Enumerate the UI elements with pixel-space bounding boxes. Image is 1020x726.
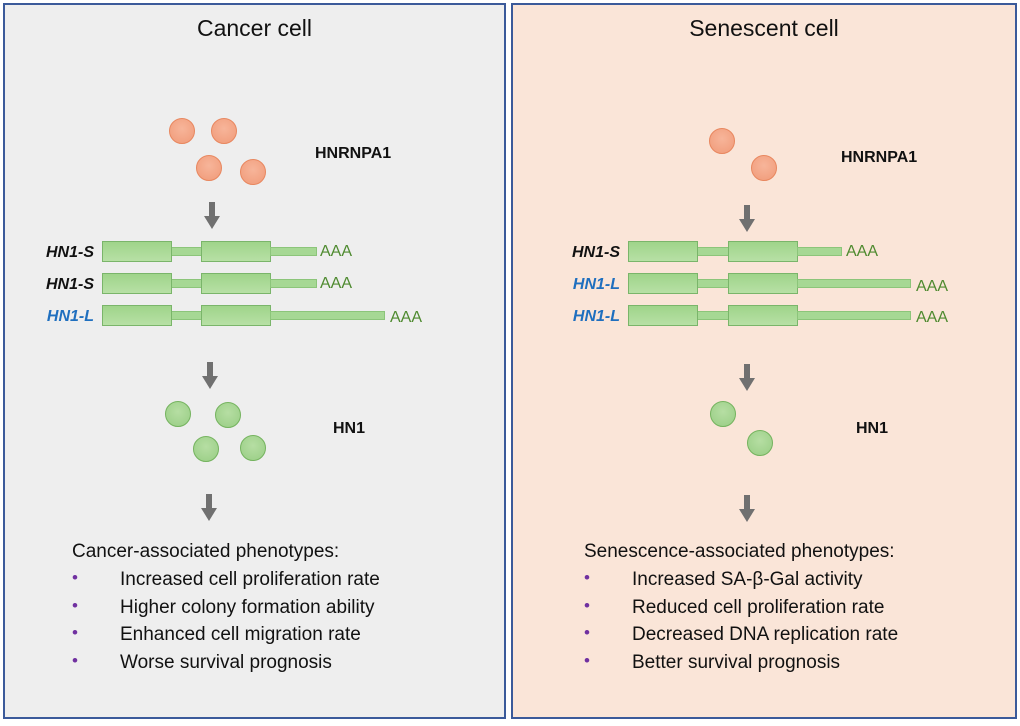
bullet-icon: • <box>584 595 590 615</box>
utr-long <box>797 279 911 288</box>
intron <box>170 247 202 256</box>
isoform-label: HN1-S <box>45 244 94 261</box>
hnrnpa1-label: HNRNPA1 <box>315 145 392 162</box>
isoform-label: HN1-S <box>45 276 94 293</box>
hn1-protein-circle <box>747 430 773 456</box>
hnrnpa1-protein-circle <box>169 118 195 144</box>
bullet-icon: • <box>72 623 78 642</box>
exon-2 <box>201 273 271 294</box>
bullet-icon: • <box>584 650 590 670</box>
phenotype-item: •Enhanced cell migration rate <box>72 623 361 645</box>
hnrnpa1-protein-circle <box>751 155 777 181</box>
hn1-label: HN1 <box>856 420 889 437</box>
phenotype-list: •Increased SA-β-Gal activity •Reduced ce… <box>584 568 899 679</box>
bullet-icon: • <box>72 650 78 670</box>
phenotypes-title: Cancer-associated phenotypes: <box>72 541 340 562</box>
isoform-label: HN1-L <box>46 308 94 325</box>
hn1-label: HN1 <box>333 420 366 437</box>
utr-long <box>797 311 911 320</box>
polya-tail: AAA <box>916 278 949 295</box>
exon-1 <box>628 241 698 262</box>
utr-short <box>270 279 317 288</box>
cancer-cell-title: Cancer cell <box>196 15 313 41</box>
exon-1 <box>102 305 172 326</box>
phenotype-item: •Worse survival prognosis <box>72 650 332 673</box>
phenotype-item: •Higher colony formation ability <box>72 595 375 618</box>
polya-tail: AAA <box>846 243 879 260</box>
hn1-protein-circle <box>215 402 241 428</box>
hnrnpa1-protein-circle <box>709 128 735 154</box>
phenotype-item: •Increased cell proliferation rate <box>72 568 380 590</box>
exon-1 <box>628 273 698 294</box>
intron <box>170 279 202 288</box>
cancer-cell-panel <box>3 3 506 719</box>
down-arrow-icon <box>739 364 755 391</box>
phenotype-list: •Increased cell proliferation rate •High… <box>72 568 380 679</box>
polya-tail: AAA <box>320 275 353 292</box>
intron <box>696 279 729 288</box>
polya-tail: AAA <box>320 243 353 260</box>
hnrnpa1-label: HNRNPA1 <box>841 149 918 166</box>
intron <box>696 311 729 320</box>
bullet-icon: • <box>584 623 590 642</box>
hn1-protein-circle <box>193 436 219 462</box>
down-arrow-icon <box>739 495 755 522</box>
isoform-label: HN1-L <box>572 308 620 325</box>
exon-2 <box>728 241 798 262</box>
hnrnpa1-protein-circle <box>240 159 266 185</box>
down-arrow-icon <box>201 494 217 521</box>
phenotype-item: •Better survival prognosis <box>584 650 841 673</box>
hn1-protein-circle <box>240 435 266 461</box>
utr-short <box>797 247 842 256</box>
polya-tail: AAA <box>916 309 949 326</box>
senescent-cell-panel <box>511 3 1017 719</box>
exon-2 <box>201 305 271 326</box>
polya-tail: AAA <box>390 309 423 326</box>
exon-1 <box>102 241 172 262</box>
bullet-icon: • <box>584 568 590 587</box>
hn1-protein-circle <box>710 401 736 427</box>
isoform-label: HN1-L <box>572 276 620 293</box>
exon-2 <box>728 273 798 294</box>
phenotype-item: •Reduced cell proliferation rate <box>584 595 885 618</box>
phenotype-item: •Increased SA-β-Gal activity <box>584 568 863 590</box>
down-arrow-icon <box>204 202 220 229</box>
intron <box>696 247 729 256</box>
utr-long <box>270 311 385 320</box>
exon-2 <box>728 305 798 326</box>
exon-2 <box>201 241 271 262</box>
utr-short <box>270 247 317 256</box>
hnrnpa1-protein-circle <box>211 118 237 144</box>
hn1-protein-circle <box>165 401 191 427</box>
hnrnpa1-protein-circle <box>196 155 222 181</box>
exon-1 <box>102 273 172 294</box>
intron <box>170 311 202 320</box>
isoform-label: HN1-S <box>571 244 620 261</box>
down-arrow-icon <box>739 205 755 232</box>
senescent-cell-title: Senescent cell <box>689 15 839 41</box>
down-arrow-icon <box>202 362 218 389</box>
bullet-icon: • <box>72 568 78 587</box>
phenotypes-title: Senescence-associated phenotypes: <box>584 541 895 562</box>
bullet-icon: • <box>72 595 78 615</box>
exon-1 <box>628 305 698 326</box>
phenotype-item: •Decreased DNA replication rate <box>584 623 899 645</box>
